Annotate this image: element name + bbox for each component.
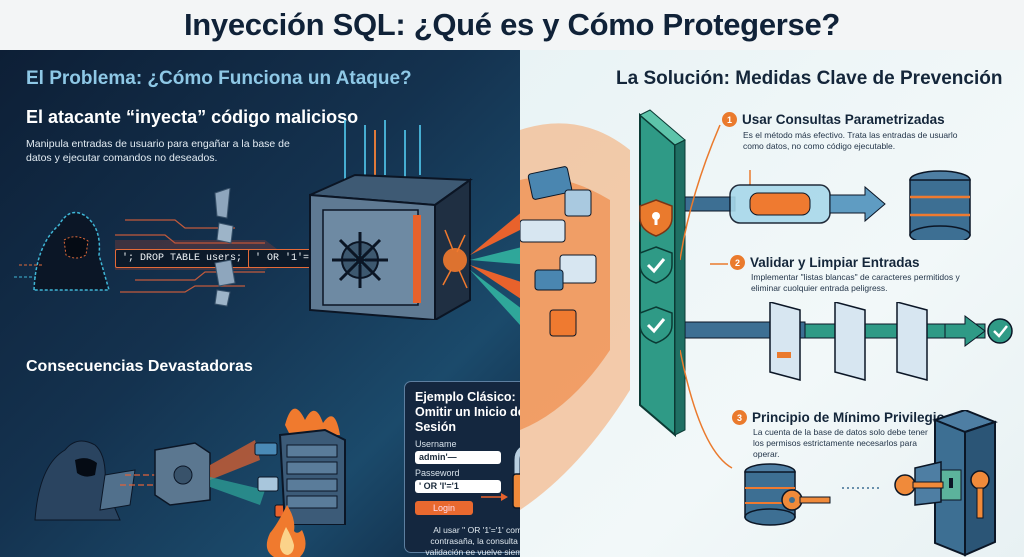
step-1-title: Usar Consultas Parametrizadas: [742, 112, 945, 127]
step-1-header: 1 Usar Consultas Parametrizadas: [722, 112, 945, 127]
step-3-title: Principio de Mínimo Privilegio: [752, 410, 945, 425]
attack-title: El atacante “inyecta” código malicioso: [26, 107, 359, 127]
check-shield-icon: [639, 246, 673, 284]
title-bar: Inyección SQL: ¿Qué es y Cómo Protegerse…: [0, 0, 1024, 50]
input-validation-pipeline: [685, 302, 1013, 381]
database-key-icon: [744, 463, 831, 526]
consequences-illustration: [34, 408, 346, 525]
arrow-right-icon: [481, 493, 508, 501]
hacker-icon: [14, 211, 110, 291]
username-label: Username: [415, 439, 457, 449]
dotted-link: [842, 487, 882, 489]
attack-description: Manipula entradas de usuario para engaña…: [26, 138, 290, 164]
step-2-header: 2 Validar y Limpiar Entradas: [730, 255, 920, 270]
step-2-description: Implementar "listas blancas" de caracter…: [751, 272, 960, 293]
unlocked-padlock-icon: [512, 447, 520, 509]
example-note: Al usar '' OR '1'='1' como contrasaña, l…: [425, 525, 520, 557]
step-connectors: [680, 124, 733, 469]
lock-shield-icon: [639, 199, 673, 237]
step-1-description: Es el método más efectivo. Trata las ent…: [743, 130, 958, 151]
database-vault-icon: [309, 120, 473, 320]
step-3-header: 3 Principio de Mínimo Privilegio: [732, 410, 945, 425]
server-key-icon: [894, 410, 998, 557]
page-title: Inyección SQL: ¿Qué es y Cómo Protegerse…: [183, 7, 841, 42]
example-title-line2: Omitir un Inicio de Sesión: [415, 405, 520, 434]
check-shield-icon-2: [639, 306, 673, 344]
step-2-title: Validar y Limpiar Entradas: [750, 255, 920, 270]
password-field: ' OR 'I'='1: [415, 480, 501, 493]
step-3-description: La cuenta de la base de datos solo debe …: [753, 427, 928, 459]
password-label: Passeword: [415, 468, 460, 478]
step-1-number: 1: [722, 112, 737, 127]
step-2-number: 2: [730, 255, 745, 270]
stolen-data-cards: [520, 166, 597, 337]
solution-panel: La Solución: Medidas Clave de Prevención…: [520, 50, 1024, 557]
example-title-line1: Ejemplo Clásico:: [415, 390, 516, 404]
consequences-title: Consecuencias Devastadoras: [26, 358, 253, 375]
problem-heading: El Problema: ¿Cómo Funciona un Ataque?: [26, 68, 412, 89]
fire-icon: [266, 505, 306, 557]
login-button: Login: [415, 501, 473, 515]
data-leak-burst: [470, 213, 520, 325]
step-3-number: 3: [732, 410, 747, 425]
problem-panel: El Problema: ¿Cómo Funciona un Ataque? E…: [0, 50, 520, 557]
solution-heading: La Solución: Medidas Clave de Prevención: [616, 68, 1003, 89]
username-field: admin'—: [415, 451, 501, 464]
parameterized-query-pipe: [685, 170, 971, 240]
broken-firewall-icon: [214, 188, 236, 307]
login-bypass-example: Ejemplo Clásico: Omitir un Inicio de Ses…: [404, 381, 520, 557]
